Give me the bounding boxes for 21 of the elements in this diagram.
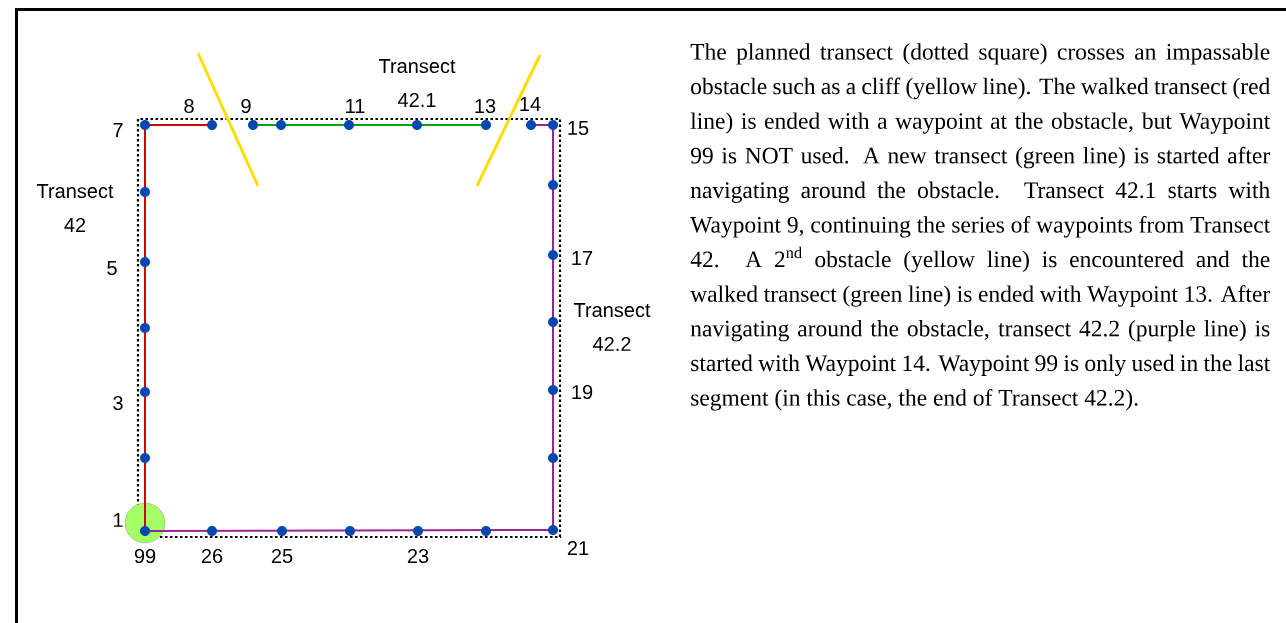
waypoint-number: 23 xyxy=(407,548,429,564)
description-paragraph: The planned transect (dotted square) crosses an impassable obstacle such as a cliff (yellow line). The walked transect (red line) is ended with a waypoint at the obstacle, but Waypoint 99 is NOT used. A new transect (green line) is started after navigating around the obstacle. Transect 42.1 starts with Waypoint 9, continuing the series of waypoints from Transect 42. A 2$^{nd}$ obstacle (yellow line) is encountered and the walked transect (green line) is ended with Waypoint 13. After navigating around the obstacle, transect 42.2 (purple line) is started with Waypoint 14. Waypoint 99 is only used in the last segment (in this case, the end of Transect 42.2). xyxy=(690,43,1271,411)
waypoint-number: 11 xyxy=(346,99,365,113)
transect-label: Transect 42.1 xyxy=(378,59,456,107)
transect-label: Transect 42.2 xyxy=(573,303,651,351)
transect-label: Transect 42 xyxy=(36,184,114,232)
waypoint-number: 99 xyxy=(134,548,156,564)
waypoint-number: 7 xyxy=(113,123,123,137)
waypoint-number: 9 xyxy=(241,98,251,114)
waypoint-number: 14 xyxy=(520,97,541,111)
waypoint-number: 8 xyxy=(184,98,194,114)
waypoint-number: 26 xyxy=(201,548,223,564)
waypoint-number: 3 xyxy=(113,395,123,411)
waypoint-number: 21 xyxy=(567,541,589,555)
waypoint-number: 13 xyxy=(475,98,496,114)
waypoint-number: 19 xyxy=(572,384,593,400)
waypoint-number: 17 xyxy=(572,251,593,265)
waypoint-number: 25 xyxy=(271,548,293,564)
waypoint-number: 5 xyxy=(107,261,117,275)
waypoint-number: 15 xyxy=(568,121,589,135)
waypoint-number: 1 xyxy=(113,513,123,527)
